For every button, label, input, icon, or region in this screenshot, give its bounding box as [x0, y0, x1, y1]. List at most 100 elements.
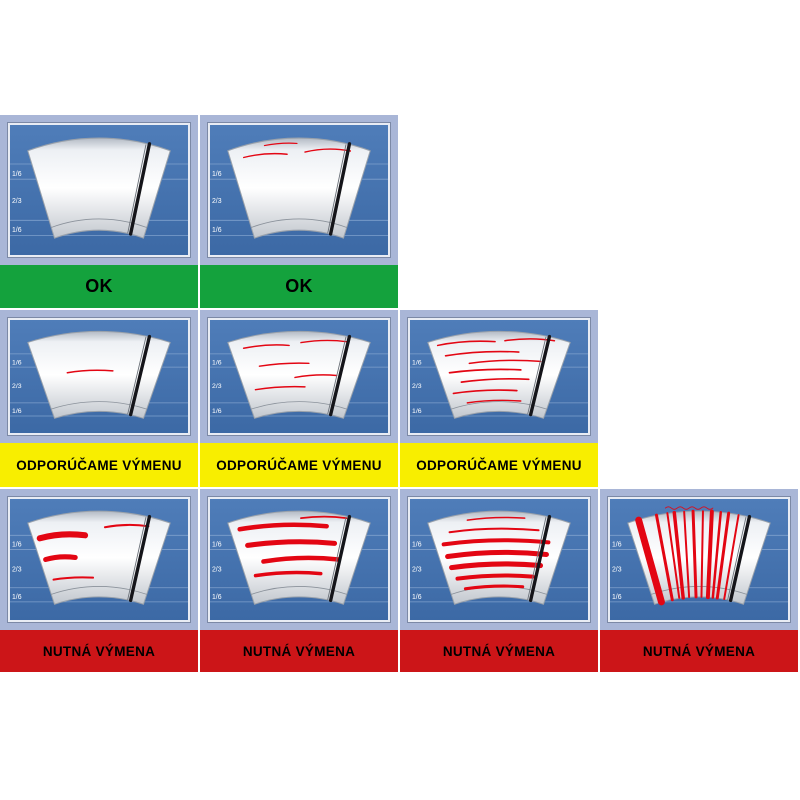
scale-label-middle: 2/3: [212, 567, 222, 574]
wiper-sweep-graphic: 1/6 2/3 1/6: [210, 137, 388, 239]
wiper-blade: [328, 514, 352, 603]
illustration-area: 1/6 2/3 1/6: [0, 310, 198, 443]
windshield-panel: 1/6 2/3 1/6: [7, 496, 191, 623]
status-banner: NUTNÁ VÝMENA: [600, 630, 798, 672]
illustration-area: 1/6 2/3 1/6: [200, 489, 398, 630]
wiper-sweep-graphic: 1/6 2/3 1/6: [210, 510, 388, 605]
wear-streaks: [441, 516, 551, 591]
status-banner: ODPORÚČAME VÝMENU: [0, 443, 198, 487]
wear-streak: [463, 584, 525, 591]
wipe-edge-line: [251, 586, 347, 595]
cell-warn-3: 1/6 2/3 1/6 ODPORÚČAME VÝMENU: [400, 310, 598, 487]
scale-label-middle: 2/3: [212, 383, 222, 390]
illustration-area: 1/6 2/3 1/6: [400, 489, 598, 630]
status-banner: ODPORÚČAME VÝMENU: [400, 443, 598, 487]
scale-label-bottom: 1/6: [12, 408, 22, 415]
wear-streak: [468, 359, 542, 365]
wiper-blade: [128, 142, 152, 236]
wear-streaks: [635, 506, 740, 606]
wipe-edge-line: [451, 401, 547, 410]
cell-bad-2: 1/6 2/3 1/6 NUTNÁ VÝMENA: [200, 489, 398, 672]
scale-label-top: 1/6: [212, 359, 222, 366]
scale-label-bottom: 1/6: [12, 594, 22, 601]
scale-label-top: 1/6: [12, 359, 22, 366]
scale-label-bottom: 1/6: [212, 225, 222, 234]
wear-streak: [654, 513, 674, 602]
wear-streak: [300, 515, 348, 520]
illustration-area: 1/6 2/3 1/6: [200, 115, 398, 265]
wear-streak: [715, 511, 731, 600]
wear-streak: [103, 523, 150, 529]
wear-streak: [449, 561, 544, 571]
wear-streak: [664, 506, 714, 510]
scale-label-bottom: 1/6: [212, 408, 222, 415]
wear-streak: [705, 509, 714, 600]
wear-streak: [52, 576, 95, 581]
wear-streak: [444, 350, 520, 357]
scale-label-bottom: 1/6: [412, 594, 422, 601]
wiper-blade: [328, 142, 352, 236]
status-label: NUTNÁ VÝMENA: [642, 643, 756, 659]
status-label: OK: [285, 276, 313, 296]
wear-streak: [635, 516, 665, 606]
wipe-edge-line: [51, 401, 147, 410]
illustration-area: 1/6 2/3 1/6: [0, 115, 198, 265]
scale-label-middle: 2/3: [12, 196, 22, 205]
windshield-panel: 1/6 2/3 1/6: [207, 496, 391, 623]
wear-streak: [723, 514, 740, 601]
wiper-blade-edge: [127, 517, 147, 600]
wear-streak: [254, 385, 306, 391]
wear-streak: [455, 573, 535, 581]
scale-label-middle: 2/3: [612, 567, 622, 574]
scale-label-top: 1/6: [612, 541, 622, 548]
wiper-blade-edge: [327, 144, 347, 234]
wear-streak: [448, 527, 540, 534]
status-label: ODPORÚČAME VÝMENU: [216, 457, 382, 473]
illustration-area: 1/6 2/3 1/6: [0, 489, 198, 630]
wear-streak: [242, 152, 288, 159]
wear-streak: [672, 510, 685, 600]
wiper-blade-edge: [527, 336, 547, 415]
scale-label-bottom: 1/6: [412, 408, 422, 415]
wear-streak: [445, 549, 549, 559]
wear-streak: [700, 510, 704, 598]
wear-streak: [466, 516, 526, 521]
wiper-sweep-graphic: 1/6 2/3 1/6: [410, 330, 588, 419]
scale-label-top: 1/6: [12, 541, 22, 548]
wear-streak: [245, 539, 338, 548]
wear-streak: [263, 142, 298, 147]
windshield-panel: 1/6 2/3 1/6: [207, 122, 391, 258]
wear-streak: [36, 531, 89, 542]
scale-label-top: 1/6: [12, 169, 22, 178]
wiper-blade: [328, 334, 352, 417]
status-banner: ODPORÚČAME VÝMENU: [200, 443, 398, 487]
wear-streak: [253, 570, 323, 578]
cell-bad-1: 1/6 2/3 1/6 NUTNÁ VÝMENA: [0, 489, 198, 672]
wiper-blade-edge: [527, 517, 547, 600]
wiper-blade: [728, 514, 752, 603]
status-banner: NUTNÁ VÝMENA: [0, 630, 198, 672]
wear-streak: [242, 344, 290, 349]
scale-label-top: 1/6: [212, 541, 222, 548]
status-label: NUTNÁ VÝMENA: [42, 643, 156, 659]
wiper-blade: [128, 514, 152, 603]
status-label: NUTNÁ VÝMENA: [442, 643, 556, 659]
illustration-area: 1/6 2/3 1/6: [200, 310, 398, 443]
status-banner: OK: [0, 265, 198, 308]
wiper-sweep-graphic: 1/6 2/3 1/6: [10, 137, 188, 239]
cell-warn-2: 1/6 2/3 1/6 ODPORÚČAME VÝMENU: [200, 310, 398, 487]
wiper-sweep-graphic: 1/6 2/3 1/6: [610, 506, 788, 606]
wear-streaks: [242, 339, 348, 391]
wear-streak: [460, 377, 530, 383]
scale-label-top: 1/6: [412, 359, 422, 366]
illustration-area: 1/6 2/3 1/6: [400, 310, 598, 443]
illustration-area: 1/6 2/3 1/6: [600, 489, 798, 630]
wiper-blade-edge: [727, 517, 747, 600]
scale-label-bottom: 1/6: [12, 225, 22, 234]
wiper-sweep-graphic: 1/6 2/3 1/6: [210, 330, 388, 419]
wipe-edge-line: [51, 586, 147, 595]
wear-streak: [448, 368, 522, 374]
wear-streak: [711, 510, 722, 599]
wiper-blade-edge: [327, 336, 347, 415]
wear-streak: [66, 369, 114, 374]
